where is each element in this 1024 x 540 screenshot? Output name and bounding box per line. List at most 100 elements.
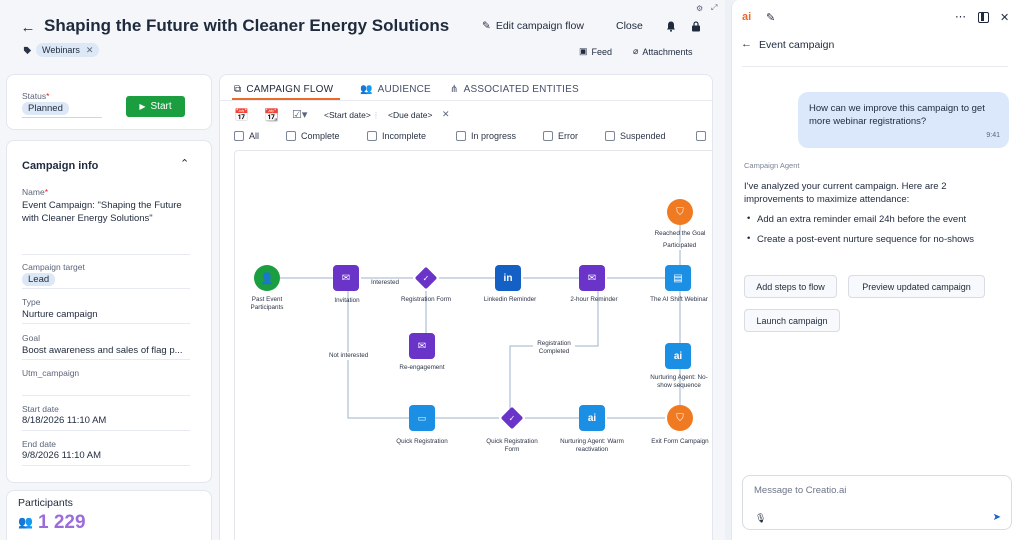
message-input[interactable]: Message to Creatio.ai 🎙 ➤ — [742, 475, 1012, 530]
lock-icon[interactable] — [690, 20, 702, 32]
campaign-info-card — [6, 140, 212, 483]
checkbox[interactable] — [456, 131, 466, 141]
end-date-value[interactable]: 9/8/2026 11:10 AM — [22, 450, 102, 461]
ai-icon: ai — [673, 350, 683, 362]
start-date-filter[interactable]: <Start date> — [324, 110, 371, 120]
page-title: Shaping the Future with Cleaner Energy S… — [44, 16, 450, 35]
preview-campaign-button[interactable]: Preview updated campaign — [848, 275, 985, 298]
close-icon[interactable]: ✕ — [85, 44, 94, 55]
feed-icon: ▣ — [579, 46, 588, 56]
chevron-up-icon[interactable]: ⌃ — [180, 158, 190, 170]
type-value[interactable]: Nurture campaign — [22, 309, 98, 320]
filter-all-label: All — [249, 131, 260, 141]
send-icon[interactable]: ➤ — [992, 512, 1001, 523]
start-label: Start — [150, 101, 172, 112]
filter-in-progress-label: In progress — [471, 131, 517, 141]
panel-toggle-icon[interactable] — [978, 12, 989, 23]
form-icon: ▭ — [417, 412, 427, 423]
participants-card — [6, 490, 212, 540]
checkbox[interactable] — [605, 131, 615, 141]
flow-connectors — [280, 225, 681, 419]
node-linkedin[interactable]: in — [495, 265, 521, 291]
start-button[interactable]: ▶Start — [126, 96, 185, 117]
filter-suspended[interactable]: Suspended — [605, 131, 666, 141]
checkbox[interactable] — [543, 131, 553, 141]
tab-campaign-flow[interactable]: ⧉CAMPAIGN FLOW — [234, 78, 333, 100]
goal-value[interactable]: Boost awareness and sales of flag p... — [22, 345, 183, 356]
exit-icon: ⛉ — [676, 412, 684, 424]
checkbox[interactable] — [234, 131, 244, 141]
flow-icon: ⧉ — [234, 83, 242, 95]
node-quick-reg-form[interactable]: ✓ — [499, 405, 525, 431]
launch-campaign-button[interactable]: Launch campaign — [744, 309, 840, 332]
filter-incomplete[interactable]: Incomplete — [367, 131, 426, 141]
form-diamond-icon: ✓ — [415, 267, 437, 289]
node-nurturing-noshow[interactable]: ai — [665, 343, 691, 369]
filter-complete[interactable]: Complete — [286, 131, 340, 141]
gear-icon[interactable]: ⚙ — [696, 4, 704, 13]
node-reached-goal[interactable]: ⛉ — [667, 199, 693, 225]
node-label: Past Event Participants — [250, 296, 284, 311]
node-label: Invitation — [334, 297, 360, 304]
expand-icon[interactable]: ⤢ — [711, 3, 718, 12]
calendar-check-icon[interactable]: ☑▾ — [292, 109, 308, 121]
back-arrow-icon[interactable]: ← — [741, 38, 752, 50]
bullet-dot: • — [747, 233, 751, 244]
checkbox[interactable] — [696, 131, 706, 141]
back-arrow-icon[interactable]: ← — [20, 18, 36, 36]
range-separator-icon: ⦙ — [375, 110, 377, 120]
node-reengagement[interactable]: ✉ — [409, 333, 435, 359]
target-value[interactable]: Lead — [22, 273, 56, 286]
flow-canvas[interactable]: 👤 ✉ ✓ in ✉ ▤ ⛉ ✉ ai ▭ ✓ ai ⛉ Past Event … — [234, 150, 712, 540]
attachments-label: Attachments — [642, 46, 693, 57]
node-past-event[interactable]: 👤 — [254, 265, 280, 291]
node-invitation[interactable]: ✉ — [333, 265, 359, 291]
more-icon[interactable]: ⋯ — [955, 11, 966, 23]
due-date-filter[interactable]: <Due date> — [388, 110, 433, 120]
node-registration-form[interactable]: ✓ — [413, 265, 439, 291]
close-button[interactable]: Close — [616, 20, 643, 32]
node-label: Registration Form — [400, 296, 452, 303]
edit-flow-button[interactable]: ✎ Edit campaign flow — [482, 20, 584, 32]
node-exit-form[interactable]: ⛉ — [667, 405, 693, 431]
node-webinar[interactable]: ▤ — [665, 265, 691, 291]
tag-chip[interactable]: Webinars ✕ — [36, 43, 100, 57]
hierarchy-icon: ⋔ — [450, 83, 459, 95]
checkbox[interactable] — [367, 131, 377, 141]
start-date-value[interactable]: 8/18/2026 11:10 AM — [22, 415, 107, 426]
node-quick-registration[interactable]: ▭ — [409, 405, 435, 431]
filter-in-progress[interactable]: In progress — [456, 131, 516, 141]
new-chat-icon[interactable]: ✎ — [766, 12, 776, 24]
filter-error[interactable]: Error — [543, 131, 578, 141]
ai-icon: ai — [587, 412, 597, 424]
tab-associated-entities[interactable]: ⋔ASSOCIATED ENTITIES — [450, 78, 579, 100]
type-label: Type — [22, 297, 41, 307]
node-label: Quick Registration — [396, 438, 448, 445]
svg-text:✓: ✓ — [423, 274, 430, 283]
clear-icon[interactable]: ✕ — [442, 109, 450, 119]
microphone-icon[interactable]: 🎙 — [755, 513, 767, 523]
name-value[interactable]: Event Campaign: "Shaping the Future with… — [22, 200, 182, 224]
message-placeholder: Message to Creatio.ai — [754, 485, 847, 496]
checkbox[interactable] — [286, 131, 296, 141]
node-reminder[interactable]: ✉ — [579, 265, 605, 291]
filter-more[interactable] — [696, 131, 706, 141]
feed-button[interactable]: ▣Feed — [579, 46, 612, 57]
bell-icon[interactable] — [665, 20, 677, 32]
envelope-icon: ✉ — [587, 272, 597, 284]
calendar-icon[interactable]: 📅 — [234, 108, 249, 122]
tab-audience[interactable]: 👥AUDIENCE — [360, 78, 431, 100]
filter-error-label: Error — [558, 131, 578, 141]
paperclip-icon: ⌀ — [633, 46, 639, 56]
filter-all[interactable]: All — [234, 131, 259, 141]
participants-count: 1 229 — [38, 512, 86, 533]
form-diamond-icon: ✓ — [501, 407, 523, 429]
svg-text:✓: ✓ — [509, 414, 516, 423]
calendar-7-icon[interactable]: 📆 — [264, 108, 279, 122]
close-icon[interactable]: ✕ — [1000, 12, 1010, 24]
status-value[interactable]: Planned — [22, 102, 69, 115]
node-nurturing-warm[interactable]: ai — [579, 405, 605, 431]
active-tab-indicator — [232, 98, 340, 100]
attachments-button[interactable]: ⌀Attachments — [633, 46, 692, 57]
add-steps-button[interactable]: Add steps to flow — [744, 275, 837, 298]
